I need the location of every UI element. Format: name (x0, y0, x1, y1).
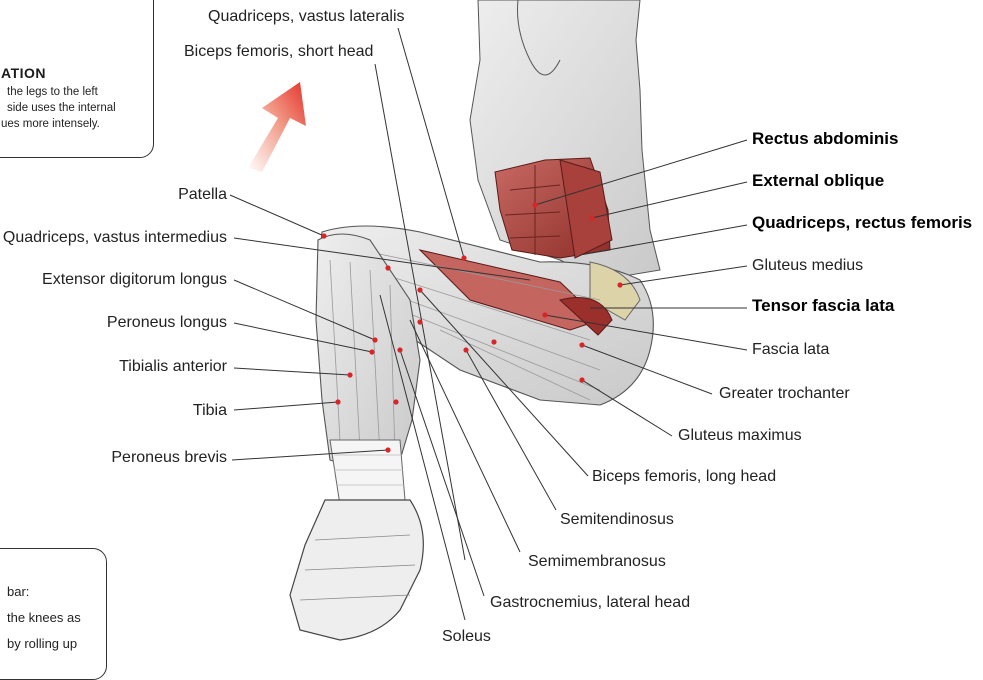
variation-line-3: ues more intensely. (1, 116, 100, 132)
label-tensor-fascia-lata: Tensor fascia lata (752, 297, 894, 315)
label-semitendinosus: Semitendinosus (560, 511, 674, 529)
torso (470, 0, 660, 280)
label-biceps-femoris-long-head: Biceps femoris, long head (592, 468, 776, 486)
anatomy-illustration: ATION the legs to the left side uses the… (0, 0, 983, 649)
variation-line-2: side uses the internal (7, 100, 116, 116)
label-quadriceps-vastus-intermedius: Quadriceps, vastus intermedius (3, 229, 227, 247)
label-soleus: Soleus (442, 628, 491, 646)
label-external-oblique: External oblique (752, 172, 884, 190)
instruction-line-1: bar: (7, 581, 29, 602)
label-gluteus-maximus: Gluteus maximus (678, 427, 802, 445)
instruction-line-2: the knees as (7, 607, 81, 628)
label-extensor-digitorum-longus: Extensor digitorum longus (42, 271, 227, 289)
label-gastrocnemius-lateral-head: Gastrocnemius, lateral head (490, 594, 690, 612)
direction-arrow-icon (248, 82, 306, 172)
variation-box: ATION the legs to the left side uses the… (0, 0, 154, 158)
label-semimembranosus: Semimembranosus (528, 553, 666, 571)
label-tibialis-anterior: Tibialis anterior (119, 358, 227, 376)
instruction-line-3: by rolling up (7, 633, 77, 654)
label-quadriceps-vastus-lateralis: Quadriceps, vastus lateralis (208, 8, 405, 26)
label-fascia-lata: Fascia lata (752, 341, 829, 359)
instruction-box: bar: the knees as by rolling up (0, 548, 107, 680)
label-rectus-abdominis: Rectus abdominis (752, 130, 898, 148)
label-gluteus-medius: Gluteus medius (752, 257, 863, 275)
label-biceps-femoris-short-head: Biceps femoris, short head (184, 43, 373, 61)
lower-leg (290, 234, 423, 640)
label-tibia: Tibia (193, 402, 227, 420)
variation-line-1: the legs to the left (7, 84, 98, 100)
label-patella: Patella (178, 186, 227, 204)
label-greater-trochanter: Greater trochanter (719, 385, 850, 403)
label-quadriceps-rectus-femoris: Quadriceps, rectus femoris (752, 214, 972, 232)
label-peroneus-brevis: Peroneus brevis (111, 449, 227, 467)
variation-title: ATION (1, 65, 46, 81)
label-peroneus-longus: Peroneus longus (107, 314, 227, 332)
